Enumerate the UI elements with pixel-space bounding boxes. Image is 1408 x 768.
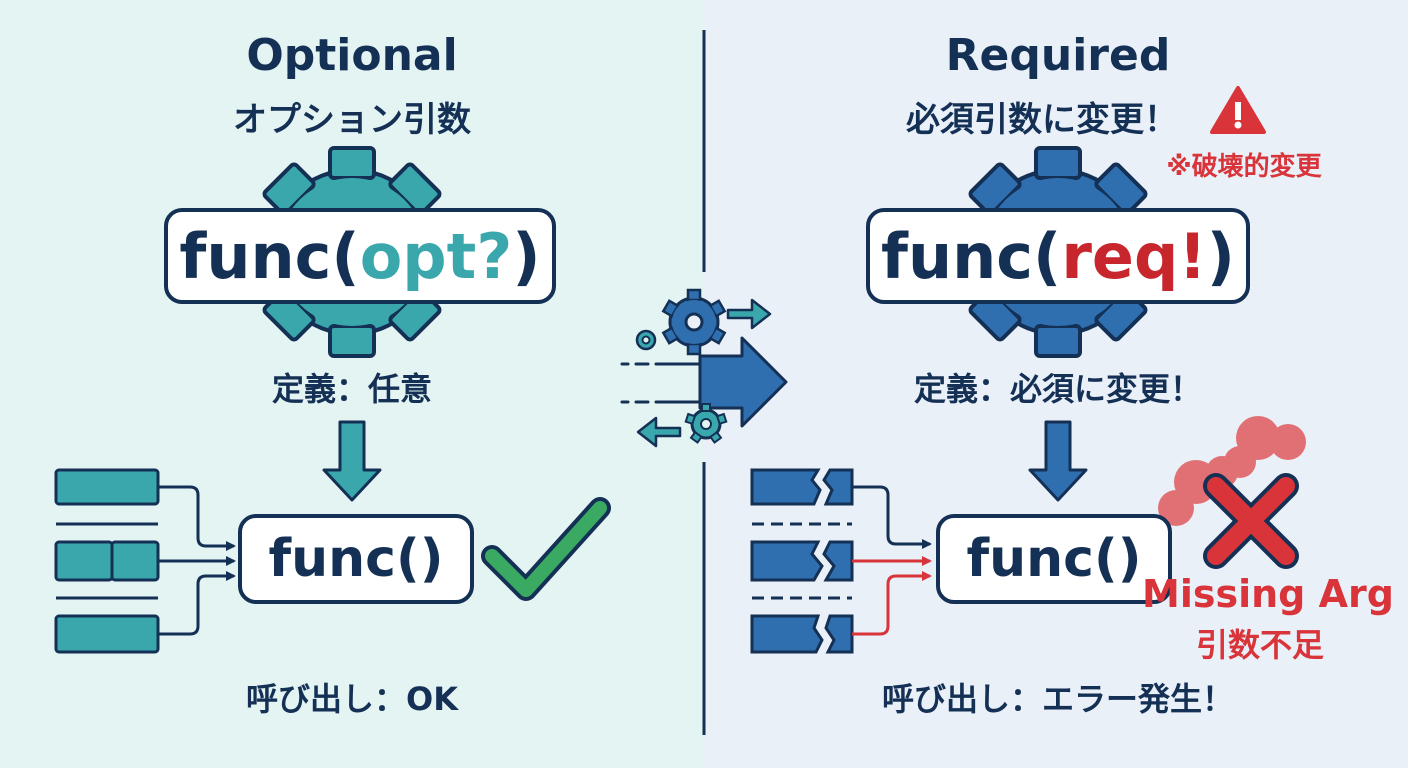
check-icon bbox=[481, 497, 611, 601]
error-message-en: Missing Arg bbox=[1142, 572, 1394, 616]
code-function-name: func( bbox=[881, 219, 1062, 293]
error-message-jp: 引数不足 bbox=[1195, 626, 1324, 664]
right-call-code: func() bbox=[936, 514, 1172, 604]
left-definition-label: 定義：任意 bbox=[271, 370, 432, 408]
transition-arrow-icon bbox=[620, 298, 788, 448]
left-call-code: func() bbox=[238, 514, 474, 604]
caller-lines-right bbox=[752, 485, 932, 636]
code-param-required: req! bbox=[1061, 219, 1207, 293]
left-subtitle: オプション引数 bbox=[233, 100, 471, 140]
right-call-result: 呼び出し：エラー発生！ bbox=[881, 680, 1234, 718]
breaking-change-note: ※破壊的変更 bbox=[1166, 152, 1322, 182]
code-close-paren: ) bbox=[512, 219, 541, 293]
code-param-optional: opt? bbox=[359, 219, 513, 293]
left-title: Optional bbox=[246, 30, 458, 81]
warning-icon bbox=[1210, 86, 1266, 134]
caller-lines-left bbox=[56, 485, 236, 636]
down-arrow-icon bbox=[1028, 420, 1088, 502]
gear-icon bbox=[684, 403, 728, 444]
caller-blocks-right bbox=[750, 468, 854, 654]
right-subtitle: 必須引数に変更！ bbox=[906, 100, 1178, 140]
cross-icon bbox=[1203, 473, 1299, 569]
right-definition-code: func(req!) bbox=[866, 208, 1250, 304]
gear-icon bbox=[661, 288, 727, 356]
left-call-result: 呼び出し：OK bbox=[245, 680, 458, 718]
gear-icon bbox=[635, 329, 657, 351]
left-definition-code: func(opt?) bbox=[164, 208, 556, 304]
code-function-name: func( bbox=[179, 219, 360, 293]
code-close-paren: ) bbox=[1206, 219, 1235, 293]
right-definition-label: 定義：必須に変更！ bbox=[913, 370, 1202, 408]
caller-blocks-left bbox=[54, 468, 160, 654]
down-arrow-icon bbox=[322, 420, 382, 502]
right-title: Required bbox=[945, 30, 1171, 81]
